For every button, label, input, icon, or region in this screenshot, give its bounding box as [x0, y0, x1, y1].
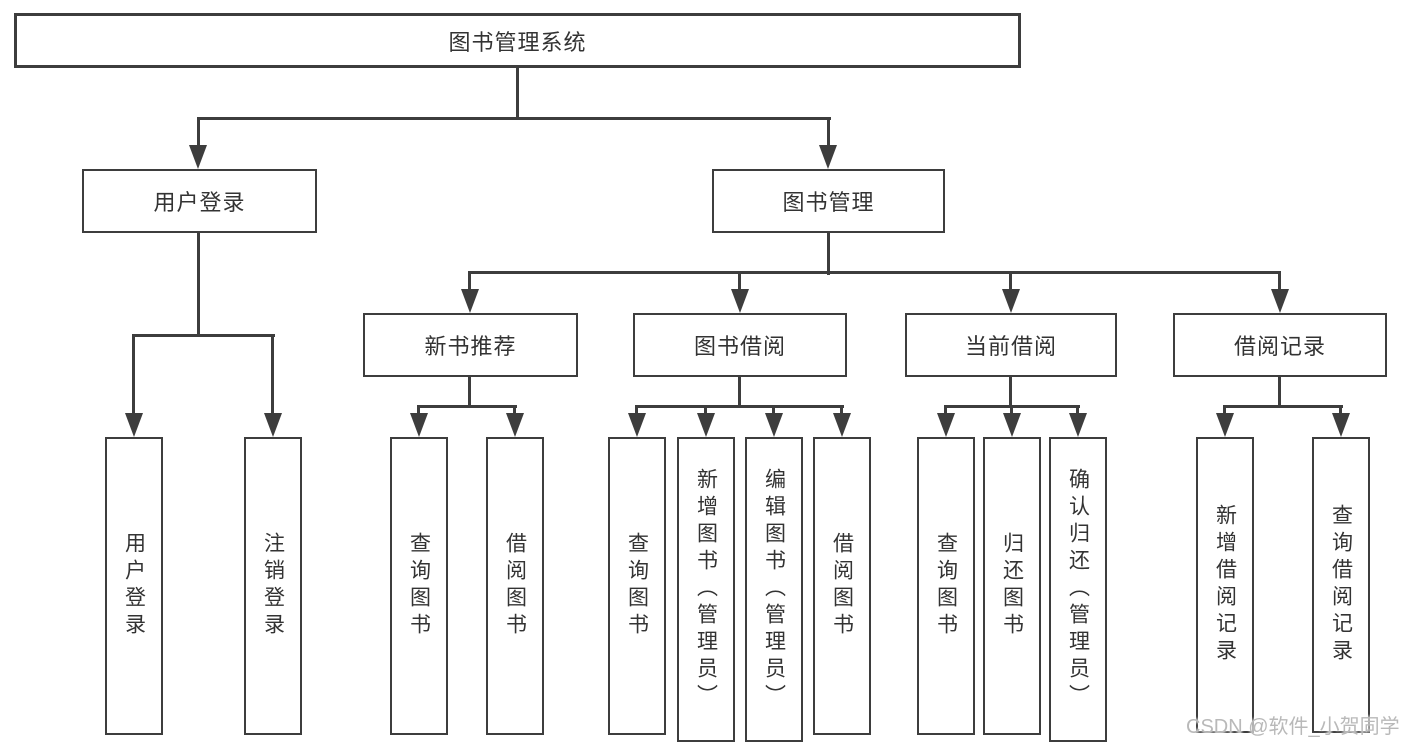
leaf-query-books-recommend-label: 查询图书	[407, 532, 431, 640]
leaf-user-login-label: 用户登录	[122, 532, 146, 640]
node-borrow-records: 借阅记录	[1173, 313, 1387, 377]
connector-book-borrow-stem	[738, 377, 741, 408]
connector-to-leaf-logout	[271, 334, 274, 415]
connector-nb-borrow	[513, 405, 516, 415]
connector-root-stem	[516, 68, 519, 120]
leaf-query-borrow-record-label: 查询借阅记录	[1329, 504, 1353, 666]
leaf-borrow-books-recommend-label: 借阅图书	[503, 532, 527, 640]
watermark: CSDN @软件_小贺同学	[1186, 716, 1400, 738]
leaf-return-book-label: 归还图书	[1000, 532, 1024, 640]
connector-bb-query	[635, 405, 638, 415]
connector-cb-confirm	[1076, 405, 1079, 415]
connector-user-login-rail	[132, 334, 275, 337]
connector-bb-borrow	[840, 405, 843, 415]
arrowhead-br-query	[1332, 413, 1350, 437]
node-current-borrow-label: 当前借阅	[964, 334, 1057, 359]
connector-borrow-records-stem	[1278, 377, 1281, 408]
connector-br-query	[1339, 405, 1342, 415]
arrowhead-current-borrow	[1002, 289, 1020, 313]
leaf-query-books-current: 查询图书	[917, 437, 975, 735]
connector-book-borrow-rail	[635, 405, 844, 408]
arrowhead-cb-query	[937, 413, 955, 437]
arrowhead-bb-add	[697, 413, 715, 437]
leaf-edit-book-admin-label: 编辑图书（管理员）	[762, 468, 786, 711]
arrowhead-bb-edit	[765, 413, 783, 437]
arrowhead-leaf-user-login	[125, 413, 143, 437]
connector-nb-query	[417, 405, 420, 415]
arrowhead-cb-confirm	[1069, 413, 1087, 437]
connector-new-book-rail	[417, 405, 517, 408]
leaf-confirm-return-admin: 确认归还（管理员）	[1049, 437, 1107, 742]
connector-new-book-stem	[468, 377, 471, 408]
connector-bb-add	[704, 405, 707, 415]
connector-to-current-borrow	[1009, 271, 1012, 291]
leaf-query-books-recommend: 查询图书	[390, 437, 448, 735]
connector-borrow-records-rail	[1223, 405, 1343, 408]
connector-user-login-stem	[197, 233, 200, 337]
node-book-management-label: 图书管理	[782, 190, 875, 215]
node-user-login: 用户登录	[82, 169, 317, 233]
arrowhead-borrow-records	[1271, 289, 1289, 313]
connector-cb-return	[1010, 405, 1013, 415]
leaf-return-book: 归还图书	[983, 437, 1041, 735]
arrowhead-nb-borrow	[506, 413, 524, 437]
leaf-query-books-borrow-label: 查询图书	[625, 532, 649, 640]
connector-to-book-borrow	[738, 271, 741, 291]
arrowhead-br-add	[1216, 413, 1234, 437]
leaf-user-login: 用户登录	[105, 437, 163, 735]
arrowhead-book-borrow	[731, 289, 749, 313]
node-book-borrow-label: 图书借阅	[693, 334, 786, 359]
leaf-borrow-books-recommend: 借阅图书	[486, 437, 544, 735]
connector-book-management-rail	[468, 271, 1281, 274]
connector-bb-edit	[772, 405, 775, 415]
node-library-system-label: 图书管理系统	[448, 29, 587, 55]
connector-to-book-management	[827, 117, 830, 148]
leaf-query-books-current-label: 查询图书	[934, 532, 958, 640]
leaf-edit-book-admin: 编辑图书（管理员）	[745, 437, 803, 742]
node-new-book-recommend-label: 新书推荐	[424, 334, 517, 359]
node-user-login-label: 用户登录	[153, 190, 246, 215]
leaf-add-book-admin-label: 新增图书（管理员）	[694, 468, 718, 711]
connector-to-borrow-records	[1278, 271, 1281, 291]
leaf-add-book-admin: 新增图书（管理员）	[677, 437, 735, 742]
leaf-add-borrow-record: 新增借阅记录	[1196, 437, 1254, 733]
connector-to-leaf-user-login	[132, 334, 135, 415]
arrowhead-new-book	[461, 289, 479, 313]
node-current-borrow: 当前借阅	[905, 313, 1117, 377]
arrowhead-bb-query	[628, 413, 646, 437]
node-book-management: 图书管理	[712, 169, 945, 233]
arrowhead-nb-query	[410, 413, 428, 437]
leaf-logout-label: 注销登录	[261, 532, 285, 640]
node-library-system: 图书管理系统	[14, 13, 1021, 68]
leaf-query-borrow-record: 查询借阅记录	[1312, 437, 1370, 733]
node-borrow-records-label: 借阅记录	[1233, 334, 1326, 359]
connector-to-new-book	[468, 271, 471, 291]
leaf-borrow-books: 借阅图书	[813, 437, 871, 735]
connector-to-user-login	[197, 117, 200, 148]
arrowhead-user-login	[189, 145, 207, 169]
connector-current-borrow-stem	[1009, 377, 1012, 408]
arrowhead-book-management	[819, 145, 837, 169]
arrowhead-bb-borrow	[833, 413, 851, 437]
leaf-logout: 注销登录	[244, 437, 302, 735]
leaf-confirm-return-admin-label: 确认归还（管理员）	[1066, 468, 1090, 711]
leaf-borrow-books-label: 借阅图书	[830, 532, 854, 640]
connector-cb-query	[944, 405, 947, 415]
connector-br-add	[1223, 405, 1226, 415]
leaf-add-borrow-record-label: 新增借阅记录	[1213, 504, 1237, 666]
leaf-query-books-borrow: 查询图书	[608, 437, 666, 735]
node-new-book-recommend: 新书推荐	[363, 313, 578, 377]
connector-root-rail	[197, 117, 831, 120]
arrowhead-cb-return	[1003, 413, 1021, 437]
node-book-borrow: 图书借阅	[633, 313, 847, 377]
connector-book-management-stem	[827, 233, 830, 275]
arrowhead-leaf-logout	[264, 413, 282, 437]
